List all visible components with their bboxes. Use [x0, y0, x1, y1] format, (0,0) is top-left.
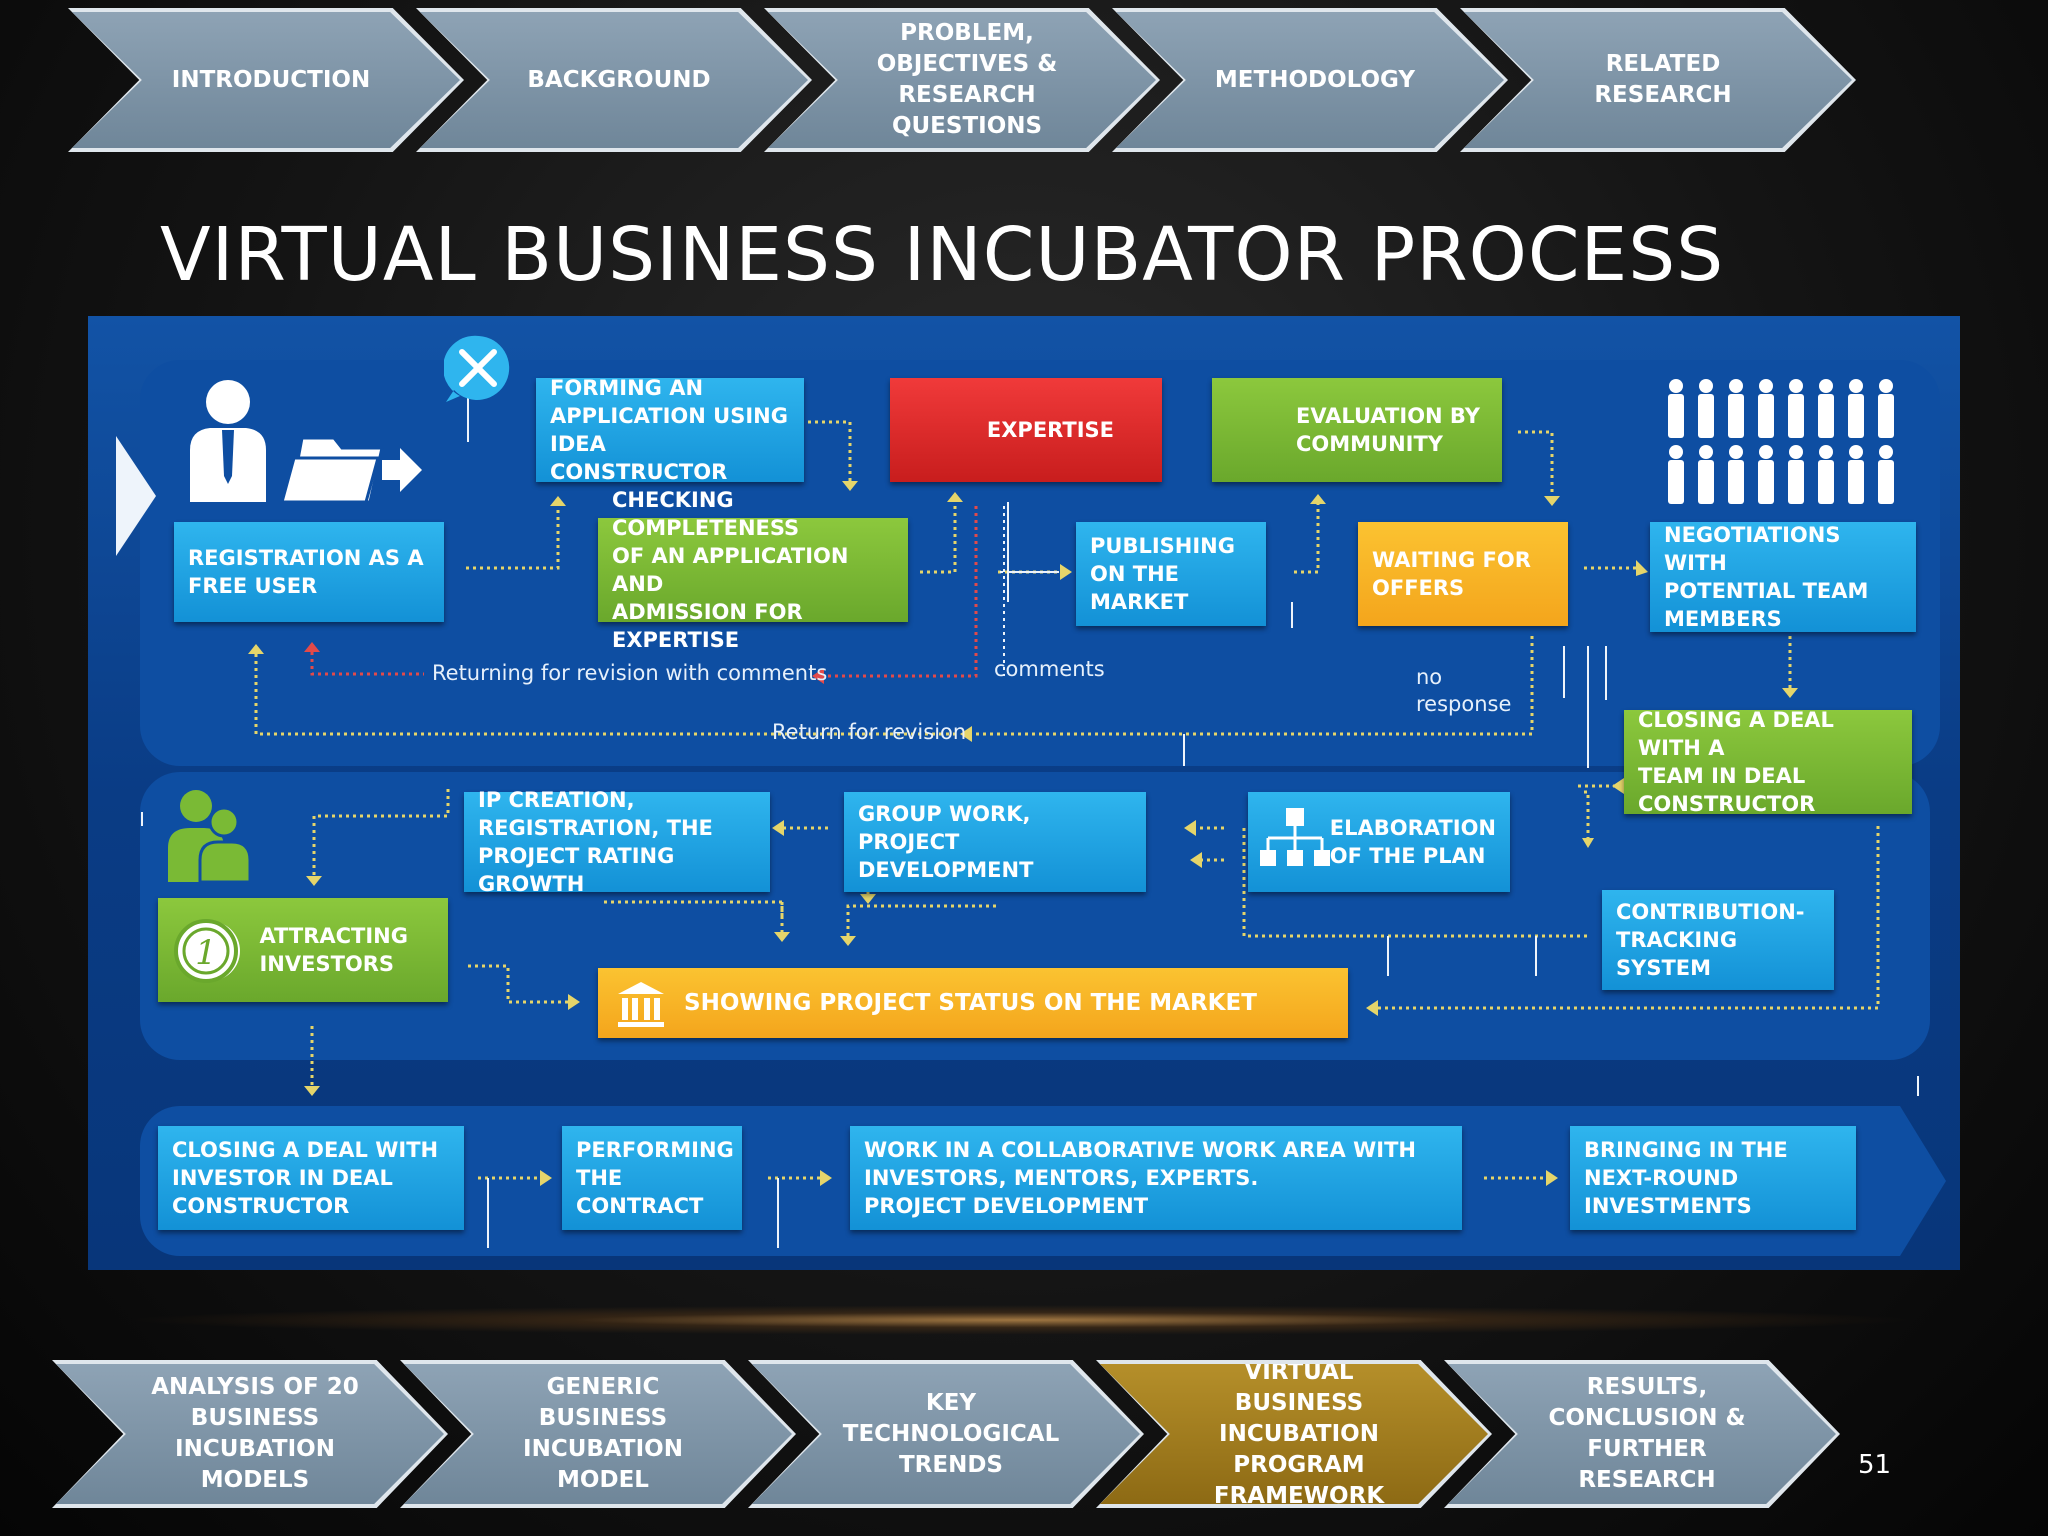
- label-returning-comments: Returning for revision with comments: [432, 661, 828, 685]
- nav-label: METHODOLOGY: [1214, 66, 1416, 93]
- page-number: 51: [1858, 1450, 1892, 1480]
- tools-icon: [444, 335, 510, 402]
- nav-label: PROBLEM, OBJECTIVES & RESEARCH QUESTIONS: [876, 20, 1058, 139]
- divider-glow: [120, 1305, 1920, 1335]
- box-evaluation-community: EVALUATION BY COMMUNITY: [1212, 378, 1502, 482]
- box-contribution-tracking: CONTRIBUTION- TRACKING SYSTEM: [1602, 890, 1834, 990]
- nav-bottom-key-trends[interactable]: KEY TECHNOLOGICAL TRENDS: [752, 1364, 1140, 1504]
- box-checking-completeness: CHECKING COMPLETENESS OF AN APPLICATION …: [598, 488, 908, 652]
- nav-bottom-generic-model[interactable]: GENERIC BUSINESS INCUBATION MODEL: [404, 1364, 792, 1504]
- label-comments: comments: [994, 657, 1105, 681]
- process-diagram: FORMING AN APPLICATION USING IDEA CONSTR…: [88, 316, 1960, 1270]
- svg-text:1: 1: [195, 933, 217, 973]
- nav-top-background[interactable]: BACKGROUND: [420, 12, 808, 148]
- nav-label: RESULTS, CONCLUSION & FURTHER RESEARCH: [1548, 1374, 1746, 1493]
- label-return-revision: Return for revision: [772, 720, 967, 744]
- org-chart-icon: [1260, 808, 1330, 866]
- nav-label: ANALYSIS OF 20 BUSINESS INCUBATION MODEL…: [151, 1374, 359, 1493]
- box-forming-application: FORMING AN APPLICATION USING IDEA CONSTR…: [536, 376, 804, 484]
- start-arrow: [116, 436, 156, 556]
- box-ip-creation: IP CREATION, REGISTRATION, THE PROJECT R…: [464, 788, 770, 896]
- box-negotiations: NEGOTIATIONS WITH POTENTIAL TEAM MEMBERS: [1650, 522, 1916, 632]
- box-waiting-offers: WAITING FOR OFFERS: [1358, 522, 1568, 626]
- elaboration-label: ELABORATION OF THE PLAN: [1329, 816, 1496, 868]
- box-registration: REGISTRATION AS A FREE USER: [174, 522, 444, 622]
- bank-icon: [618, 982, 664, 1027]
- bottom-band-arrow: [1900, 1106, 1946, 1256]
- box-performing-contract: PERFORMING THE CONTRACT: [562, 1126, 742, 1230]
- box-next-round: BRINGING IN THE NEXT-ROUND INVESTMENTS: [1570, 1126, 1856, 1230]
- nav-label: KEY TECHNOLOGICAL TRENDS: [842, 1389, 1060, 1478]
- nav-bottom-analysis[interactable]: ANALYSIS OF 20 BUSINESS INCUBATION MODEL…: [56, 1364, 444, 1504]
- box-expertise: EXPERTISE: [890, 378, 1162, 482]
- nav-label: RELATED RESEARCH: [1594, 51, 1732, 108]
- nav-bottom-virtual-framework[interactable]: VIRTUAL BUSINESS INCUBATION PROGRAM FRAM…: [1100, 1364, 1488, 1504]
- nav-bottom-results[interactable]: RESULTS, CONCLUSION & FURTHER RESEARCH: [1448, 1364, 1836, 1504]
- nav-top-introduction[interactable]: INTRODUCTION: [72, 12, 460, 148]
- nav-top-related-research[interactable]: RELATED RESEARCH: [1464, 12, 1852, 148]
- nav-top-methodology[interactable]: METHODOLOGY: [1116, 12, 1504, 148]
- investors-icon: [168, 790, 252, 882]
- nav-top-problem[interactable]: PROBLEM, OBJECTIVES & RESEARCH QUESTIONS: [768, 12, 1156, 148]
- box-showing-status: SHOWING PROJECT STATUS ON THE MARKET: [598, 968, 1348, 1038]
- connector-lines: [141, 380, 1919, 1248]
- nav-label: VIRTUAL BUSINESS INCUBATION PROGRAM FRAM…: [1213, 1358, 1385, 1509]
- nav-label: BACKGROUND: [527, 66, 711, 93]
- box-attracting-investors: ATTRACTING INVESTORS: [158, 898, 448, 1002]
- nav-label: GENERIC BUSINESS INCUBATION MODEL: [523, 1374, 683, 1493]
- label-no-response: no response: [1416, 665, 1512, 716]
- box-closing-team: CLOSING A DEAL WITH A TEAM IN DEAL CONST…: [1624, 708, 1912, 816]
- nav-label: INTRODUCTION: [171, 66, 371, 93]
- slide-title: VIRTUAL BUSINESS INCUBATOR PROCESS: [160, 212, 1725, 298]
- box-elaboration-plan: ELABORATION OF THE PLAN: [1248, 792, 1510, 892]
- box-closing-investor: CLOSING A DEAL WITH INVESTOR IN DEAL CON…: [158, 1126, 464, 1230]
- box-collaborative-work: WORK IN A COLLABORATIVE WORK AREA WITH I…: [850, 1126, 1462, 1230]
- box-group-work: GROUP WORK, PROJECT DEVELOPMENT: [844, 792, 1146, 892]
- box-publishing: PUBLISHING ON THE MARKET: [1076, 522, 1266, 626]
- user-folder-icon: [190, 380, 422, 504]
- coin-icon: 1: [174, 919, 240, 983]
- team-members-icon: [1668, 379, 1894, 504]
